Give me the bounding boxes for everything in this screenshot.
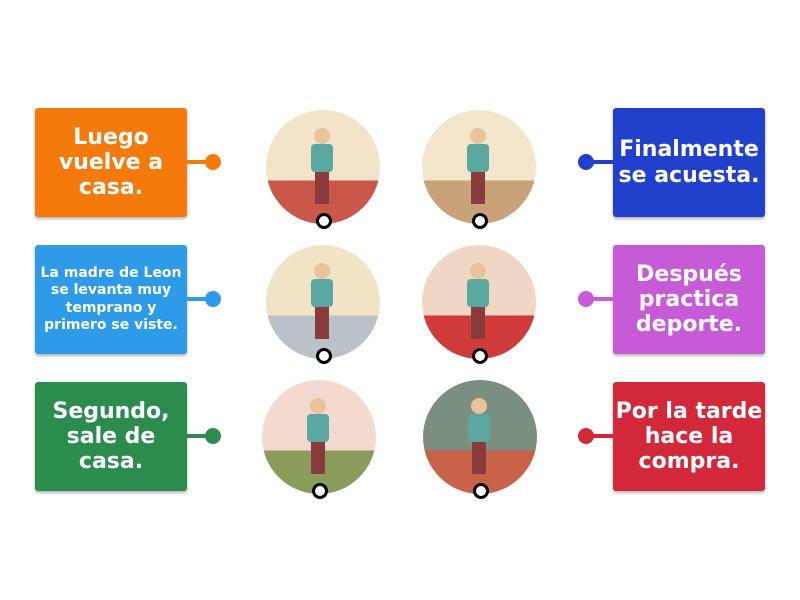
head bbox=[471, 398, 487, 414]
connector-line bbox=[587, 160, 613, 164]
connector-handle[interactable] bbox=[578, 428, 594, 444]
head bbox=[470, 263, 486, 279]
right-card-1[interactable]: Finalmente se acuesta. bbox=[613, 108, 765, 217]
head bbox=[314, 263, 330, 279]
connector-handle[interactable] bbox=[578, 154, 594, 170]
left-card-3[interactable]: Segundo, sale de casa. bbox=[35, 382, 187, 491]
person-figure bbox=[311, 263, 333, 341]
bedroom-dressing-image bbox=[266, 110, 380, 224]
person-figure bbox=[467, 263, 489, 341]
car-image bbox=[422, 245, 536, 359]
leaving-house-image bbox=[422, 110, 536, 224]
card-text: Después practica deporte. bbox=[635, 261, 743, 338]
head bbox=[314, 128, 330, 144]
connector-line bbox=[587, 297, 613, 301]
connector-line bbox=[187, 160, 213, 164]
image-connector-handle[interactable] bbox=[472, 213, 488, 229]
connector-line bbox=[187, 434, 213, 438]
body bbox=[468, 414, 490, 442]
connector-handle[interactable] bbox=[205, 428, 221, 444]
connector-handle[interactable] bbox=[205, 154, 221, 170]
body bbox=[307, 414, 329, 442]
left-card-1[interactable]: Luego vuelve a casa. bbox=[35, 108, 187, 217]
legs bbox=[311, 442, 325, 474]
supermarket-image bbox=[266, 245, 380, 359]
image-connector-handle[interactable] bbox=[473, 483, 489, 499]
image-connector-handle[interactable] bbox=[472, 348, 488, 364]
person-figure bbox=[307, 398, 329, 476]
body bbox=[467, 144, 489, 172]
head bbox=[310, 398, 326, 414]
connector-line bbox=[587, 434, 613, 438]
legs bbox=[315, 172, 329, 204]
connector-handle[interactable] bbox=[205, 291, 221, 307]
body bbox=[467, 279, 489, 307]
card-text: Por la tarde hace la compra. bbox=[615, 398, 763, 475]
right-card-2[interactable]: Después practica deporte. bbox=[613, 245, 765, 354]
connector-handle[interactable] bbox=[578, 291, 594, 307]
head bbox=[470, 128, 486, 144]
image-connector-handle[interactable] bbox=[312, 483, 328, 499]
left-card-2[interactable]: La madre de Leon se levanta muy temprano… bbox=[35, 245, 187, 354]
legs bbox=[472, 442, 486, 474]
card-text: Segundo, sale de casa. bbox=[52, 398, 170, 475]
body bbox=[311, 144, 333, 172]
card-text: Finalmente se acuesta. bbox=[618, 137, 760, 188]
bed-sleeping-image bbox=[423, 380, 537, 494]
connector-line bbox=[187, 297, 213, 301]
yoga-image bbox=[262, 380, 376, 494]
legs bbox=[471, 307, 485, 339]
card-text: La madre de Leon se levanta muy temprano… bbox=[40, 264, 182, 334]
legs bbox=[471, 172, 485, 204]
card-text: Luego vuelve a casa. bbox=[58, 124, 164, 201]
person-figure bbox=[467, 128, 489, 206]
body bbox=[311, 279, 333, 307]
image-connector-handle[interactable] bbox=[316, 348, 332, 364]
legs bbox=[315, 307, 329, 339]
person-figure bbox=[468, 398, 490, 476]
person-figure bbox=[311, 128, 333, 206]
image-connector-handle[interactable] bbox=[316, 213, 332, 229]
right-card-3[interactable]: Por la tarde hace la compra. bbox=[613, 382, 765, 491]
